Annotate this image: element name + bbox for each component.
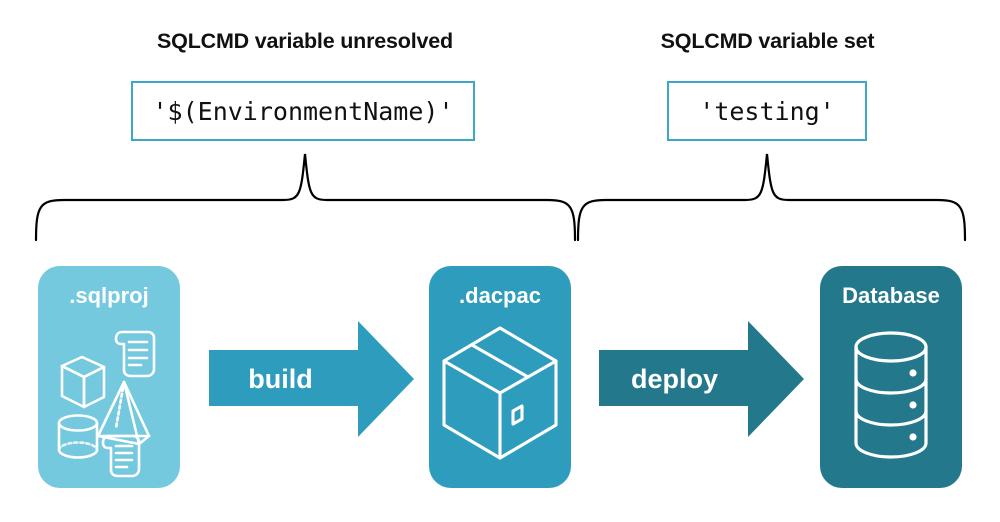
- heading-sqlcmd-variable-set: SQLCMD variable set: [660, 29, 875, 53]
- database-cylinder-icon: [854, 331, 928, 459]
- heading-sqlcmd-variable-unresolved: SQLCMD variable unresolved: [157, 29, 453, 53]
- arrow-deploy-shape: [599, 321, 804, 437]
- database-status-dots: [909, 369, 917, 441]
- card-sqlproj[interactable]: .sqlproj: [38, 266, 180, 488]
- arrow-build-shape: [209, 321, 414, 437]
- card-database-title: Database: [842, 283, 940, 308]
- cylinder-icon: [57, 414, 99, 459]
- database-icon: [854, 331, 928, 459]
- script-icon: [114, 330, 156, 378]
- box-3d-icon: [442, 326, 558, 460]
- code-box-testing: 'testing': [667, 81, 867, 141]
- arrow-build: [209, 321, 414, 437]
- card-sqlproj-title: .sqlproj: [69, 283, 149, 308]
- project-objects-icon: [57, 330, 156, 478]
- brace-connectors: [34, 153, 967, 242]
- card-database[interactable]: Database: [820, 266, 962, 488]
- arrow-build-label: build: [248, 364, 313, 394]
- brace-build-scope: [34, 153, 577, 242]
- brace-deploy-scope: [576, 153, 967, 242]
- card-dacpac-title: .dacpac: [459, 283, 541, 308]
- cube-icon: [60, 355, 106, 409]
- card-dacpac[interactable]: .dacpac: [429, 266, 571, 488]
- arrow-deploy-label: deploy: [630, 364, 718, 394]
- code-box-environment-name: '$(EnvironmentName)': [131, 81, 475, 141]
- script-icon: [101, 434, 141, 478]
- arrow-deploy: [599, 321, 804, 437]
- package-box-icon: [442, 326, 558, 460]
